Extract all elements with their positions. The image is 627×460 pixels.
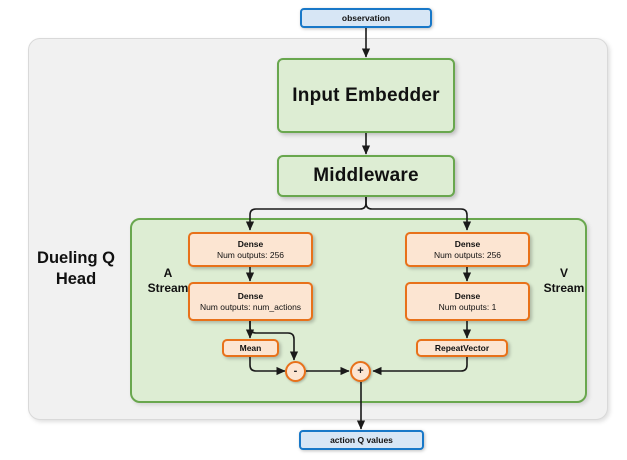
a-stream-label-line1: A xyxy=(163,266,173,280)
action-q-values-label: action Q values xyxy=(330,435,393,445)
action-q-values-output-box[interactable]: action Q values xyxy=(299,430,424,450)
v-stream-label-line2: Stream xyxy=(543,281,585,295)
dueling-q-head-label-line2: Head xyxy=(55,269,97,288)
dueling-q-head-label-line1: Dueling Q xyxy=(37,249,115,267)
add-operator-symbol: + xyxy=(357,365,364,377)
mean-node[interactable]: Mean xyxy=(222,339,279,357)
v-stream-dense-256-node[interactable]: Dense Num outputs: 256 xyxy=(405,232,530,267)
a-stream-dense-num-actions-title: Dense xyxy=(237,290,264,301)
mean-label: Mean xyxy=(239,342,262,353)
observation-label: observation xyxy=(341,13,391,23)
v-stream-label-line1: V xyxy=(559,266,568,280)
a-stream-dense-num-actions-node[interactable]: Dense Num outputs: num_actions xyxy=(188,282,313,321)
a-stream-dense-256-subtitle: Num outputs: 256 xyxy=(216,249,285,260)
input-embedder-node[interactable]: Input Embedder xyxy=(277,58,455,133)
middleware-label: Middleware xyxy=(313,165,419,186)
a-stream-dense-256-node[interactable]: Dense Num outputs: 256 xyxy=(188,232,313,267)
v-stream-dense-256-title: Dense xyxy=(454,238,481,249)
a-stream-dense-256-title: Dense xyxy=(237,238,264,249)
v-stream-dense-1-node[interactable]: Dense Num outputs: 1 xyxy=(405,282,530,321)
middleware-node[interactable]: Middleware xyxy=(277,155,455,197)
a-stream-label: A Stream xyxy=(140,266,196,296)
observation-input-box[interactable]: observation xyxy=(300,8,432,28)
input-embedder-label: Input Embedder xyxy=(292,84,440,106)
repeat-vector-node[interactable]: RepeatVector xyxy=(416,339,508,357)
subtract-operator-node[interactable]: - xyxy=(285,361,306,382)
v-stream-dense-1-title: Dense xyxy=(454,290,481,301)
repeat-vector-label: RepeatVector xyxy=(434,342,490,353)
dueling-q-head-label: Dueling Q Head xyxy=(24,248,128,289)
a-stream-label-line2: Stream xyxy=(147,281,189,295)
v-stream-label: V Stream xyxy=(533,266,595,296)
subtract-operator-symbol: - xyxy=(293,365,298,377)
v-stream-dense-1-subtitle: Num outputs: 1 xyxy=(438,301,497,312)
v-stream-dense-256-subtitle: Num outputs: 256 xyxy=(433,249,502,260)
a-stream-dense-num-actions-subtitle: Num outputs: num_actions xyxy=(199,301,302,312)
add-operator-node[interactable]: + xyxy=(350,361,371,382)
